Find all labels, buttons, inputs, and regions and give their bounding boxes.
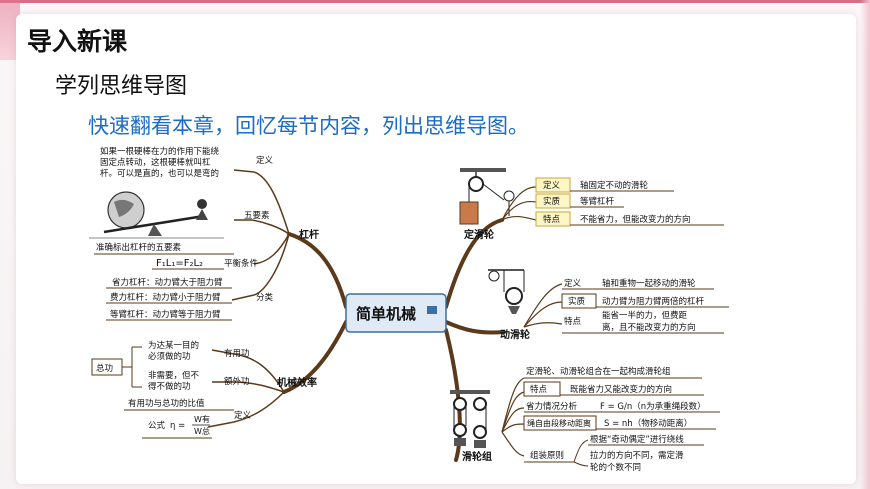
slide-title: 导入新课 [27,27,128,56]
lever-types-label: 分类 [256,292,274,303]
slide-subtitle: 学列思维导图 [55,74,188,99]
main-branches [282,218,506,462]
fixed-pulley-lines [501,186,537,221]
branch-movable [444,320,506,335]
center-label: 简单机械 [356,305,416,323]
mind-map-svg: 简单机械 杠杆 如果一根硬棒在力的作用下能绕 固定点转动，这根硬棒就叫杠 杆。可… [89,146,729,473]
pulley-block-illustration [450,390,490,448]
center-node: 简单机械 [345,293,447,333]
svg-text:轴和重物一起移动的滑轮: 轴和重物一起移动的滑轮 [602,278,696,289]
svg-text:特点: 特点 [530,384,548,395]
extra-work-2: 得不做的功 [148,381,191,392]
pulley-block-rows: 定滑轮、动滑轮组合在一起构成滑轮组 特点 既能省力又能改变力的方向 省力情况分析… [523,366,720,473]
note-icon [427,306,437,314]
lever-types: 省力杠杆：动力臂大于阻力臂 费力杠杆：动力臂小于阻力臂 等臂杠杆：动力臂等于阻力… [106,277,232,321]
svg-text:定义: 定义 [543,180,561,191]
svg-text:根据“奇动偶定”进行绕线: 根据“奇动偶定”进行绕线 [590,434,684,445]
movable-pulley-illustration [488,269,525,314]
branch-fixed [444,218,504,309]
svg-text:绳自由段移动距离: 绳自由段移动距离 [527,418,591,428]
mind-map: 简单机械 杠杆 如果一根硬棒在力的作用下能绕 固定点转动，这根硬棒就叫杠 杆。可… [84,142,734,478]
branch-lever [287,232,348,309]
svg-text:η =: η = [170,421,185,431]
assembly-rule-label: 组装原则 [530,450,564,461]
top-accent-line [0,0,870,3]
lever-illustration [89,191,224,239]
balance-formula: F₁L₁=F₂L₂ [156,258,203,269]
lever-type-3: 等臂杠杆：动力臂等于阻力臂 [110,309,221,320]
movable-pulley-rows: 定义 轴和重物一起移动的滑轮 实质 动力臂为阻力臂两倍的杠杆 特点 能省一半的力… [561,278,729,334]
svg-text:实质: 实质 [543,196,561,207]
lever-branches [231,169,290,301]
lever-type-1: 省力杠杆：动力臂大于阻力臂 [112,277,223,288]
lever-def-label: 定义 [256,155,274,166]
pulley-block-label: 滑轮组 [462,450,492,463]
svg-text:省力情况分析: 省力情况分析 [526,401,578,412]
svg-text:F = G/n（n为承重绳段数）: F = G/n（n为承重绳段数） [600,401,706,412]
efficiency-branches [207,349,285,428]
efficiency-def: 有用功与总功的比值 [128,398,205,409]
lever-label: 杠杆 [299,228,319,241]
svg-text:特点: 特点 [543,214,561,225]
extra-work-1: 非需要，但不 [148,370,200,381]
svg-text:拉力的方向不同，需定滑: 拉力的方向不同，需定滑 [590,450,684,461]
extra-work-label: 额外功 [224,376,250,387]
movable-pulley-label: 动滑轮 [500,328,530,341]
useful-work-1: 为达某一目的 [148,340,199,351]
efficiency-label: 机械效率 [277,376,317,389]
total-work-label: 总功 [96,363,113,374]
lever-def-1: 如果一根硬棒在力的作用下能绕 [100,146,220,157]
lever-image-caption: 准确标出杠杆的五要素 [96,242,182,253]
pulley-block-definition: 定滑轮、动滑轮组合在一起构成滑轮组 [526,366,671,377]
svg-text:轴固定不动的滑轮: 轴固定不动的滑轮 [580,180,649,191]
movable-pulley-lines [523,283,563,328]
svg-text:不能省力，但能改变力的方向: 不能省力，但能改变力的方向 [580,214,691,225]
lever-five-label: 五要素 [244,210,270,221]
fixed-pulley-label: 定滑轮 [464,228,494,241]
lever-def-2: 固定点转动，这根硬棒就叫杠 [100,157,211,168]
svg-text:W有: W有 [194,414,210,424]
svg-text:特点: 特点 [564,316,582,327]
useful-work-2: 必须做的功 [148,351,191,362]
balance-label: 平衡条件 [224,258,259,269]
corner-decoration [0,0,20,60]
fixed-pulley-illustration [459,168,515,225]
svg-text:动力臂为阻力臂两倍的杠杆: 动力臂为阻力臂两倍的杠杆 [602,296,705,307]
edge-decoration [860,0,870,489]
instruction-text: 快速翻看本章，回忆每节内容，列出思维导图。 [88,114,529,138]
useful-work-label: 有用功 [224,348,250,359]
branch-efficiency [282,320,348,394]
svg-text:S = nh（物移动距离）: S = nh（物移动距离） [604,418,692,429]
lever-type-2: 费力杠杆：动力臂小于阻力臂 [110,292,221,303]
lever-def-3: 杆。可以是直的，也可以是弯的 [100,168,219,179]
fixed-pulley-rows: 定义 轴固定不动的滑轮 实质 等臂杠杆 特点 不能省力，但能改变力的方向 [535,177,724,227]
efficiency-def-label: 定义 [234,410,252,421]
movable-feature-line2: 离，且不能改变力的方向 [602,322,696,333]
svg-text:W总: W总 [194,426,210,436]
pulley-block-lines [501,377,525,457]
svg-text:定义: 定义 [564,278,582,289]
svg-text:等臂杠杆: 等臂杠杆 [580,196,615,207]
svg-text:能省一半的力，但费距: 能省一半的力，但费距 [602,310,688,321]
svg-text:轮的个数不同: 轮的个数不同 [590,462,641,473]
efficiency-formula: 公式 η = W有 W总 [142,414,212,439]
svg-text:既能省力又能改变力的方向: 既能省力又能改变力的方向 [570,384,672,395]
svg-text:公式: 公式 [148,420,166,431]
svg-text:实质: 实质 [568,296,586,307]
